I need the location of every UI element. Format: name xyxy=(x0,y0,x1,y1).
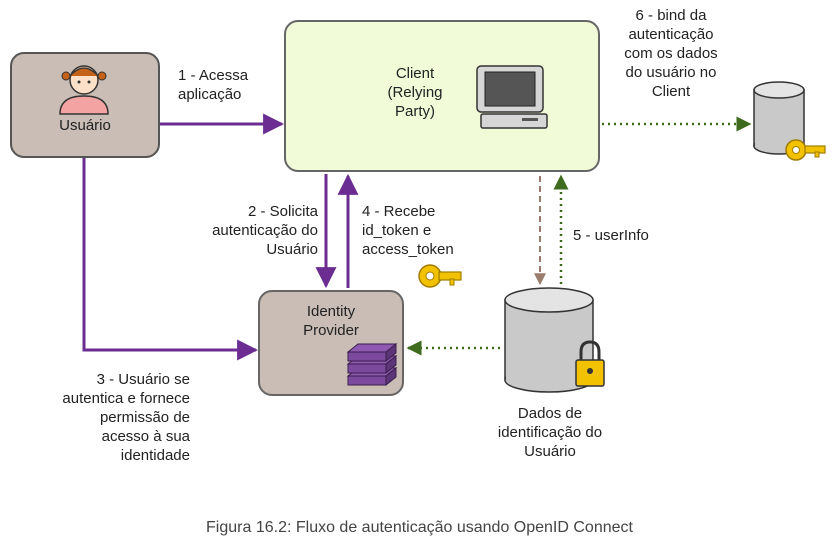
figure-caption: Figura 16.2: Fluxo de autenticação usand… xyxy=(206,519,633,536)
step5-label: 5 - userInfo xyxy=(573,227,649,244)
identity-provider-label: Identity Provider xyxy=(303,303,359,339)
data-store-label: Dados de identificação do Usuário xyxy=(497,405,603,460)
database-lock-icon xyxy=(504,287,605,393)
client-label: Client (Relying Party) xyxy=(387,65,443,120)
arrow-step3 xyxy=(82,158,259,361)
step3-label: 3 - Usuário se autentica e fornece permi… xyxy=(62,371,190,464)
user-avatar-icon xyxy=(59,65,109,115)
user-label: Usuário xyxy=(59,117,111,134)
step2-label: 2 - Solicita autenticação do Usuário xyxy=(212,203,318,258)
step6-label: 6 - bind da autenticação com os dados do… xyxy=(624,7,718,100)
server-stack-icon xyxy=(346,342,398,387)
step1-label: 1 - Acessa aplicação xyxy=(178,67,249,103)
database-key-icon xyxy=(753,81,826,161)
computer-icon xyxy=(476,65,548,129)
key-icon xyxy=(418,264,462,288)
step4-label: 4 - Recebe id_token e access_token xyxy=(362,203,454,258)
client-node xyxy=(284,20,600,172)
